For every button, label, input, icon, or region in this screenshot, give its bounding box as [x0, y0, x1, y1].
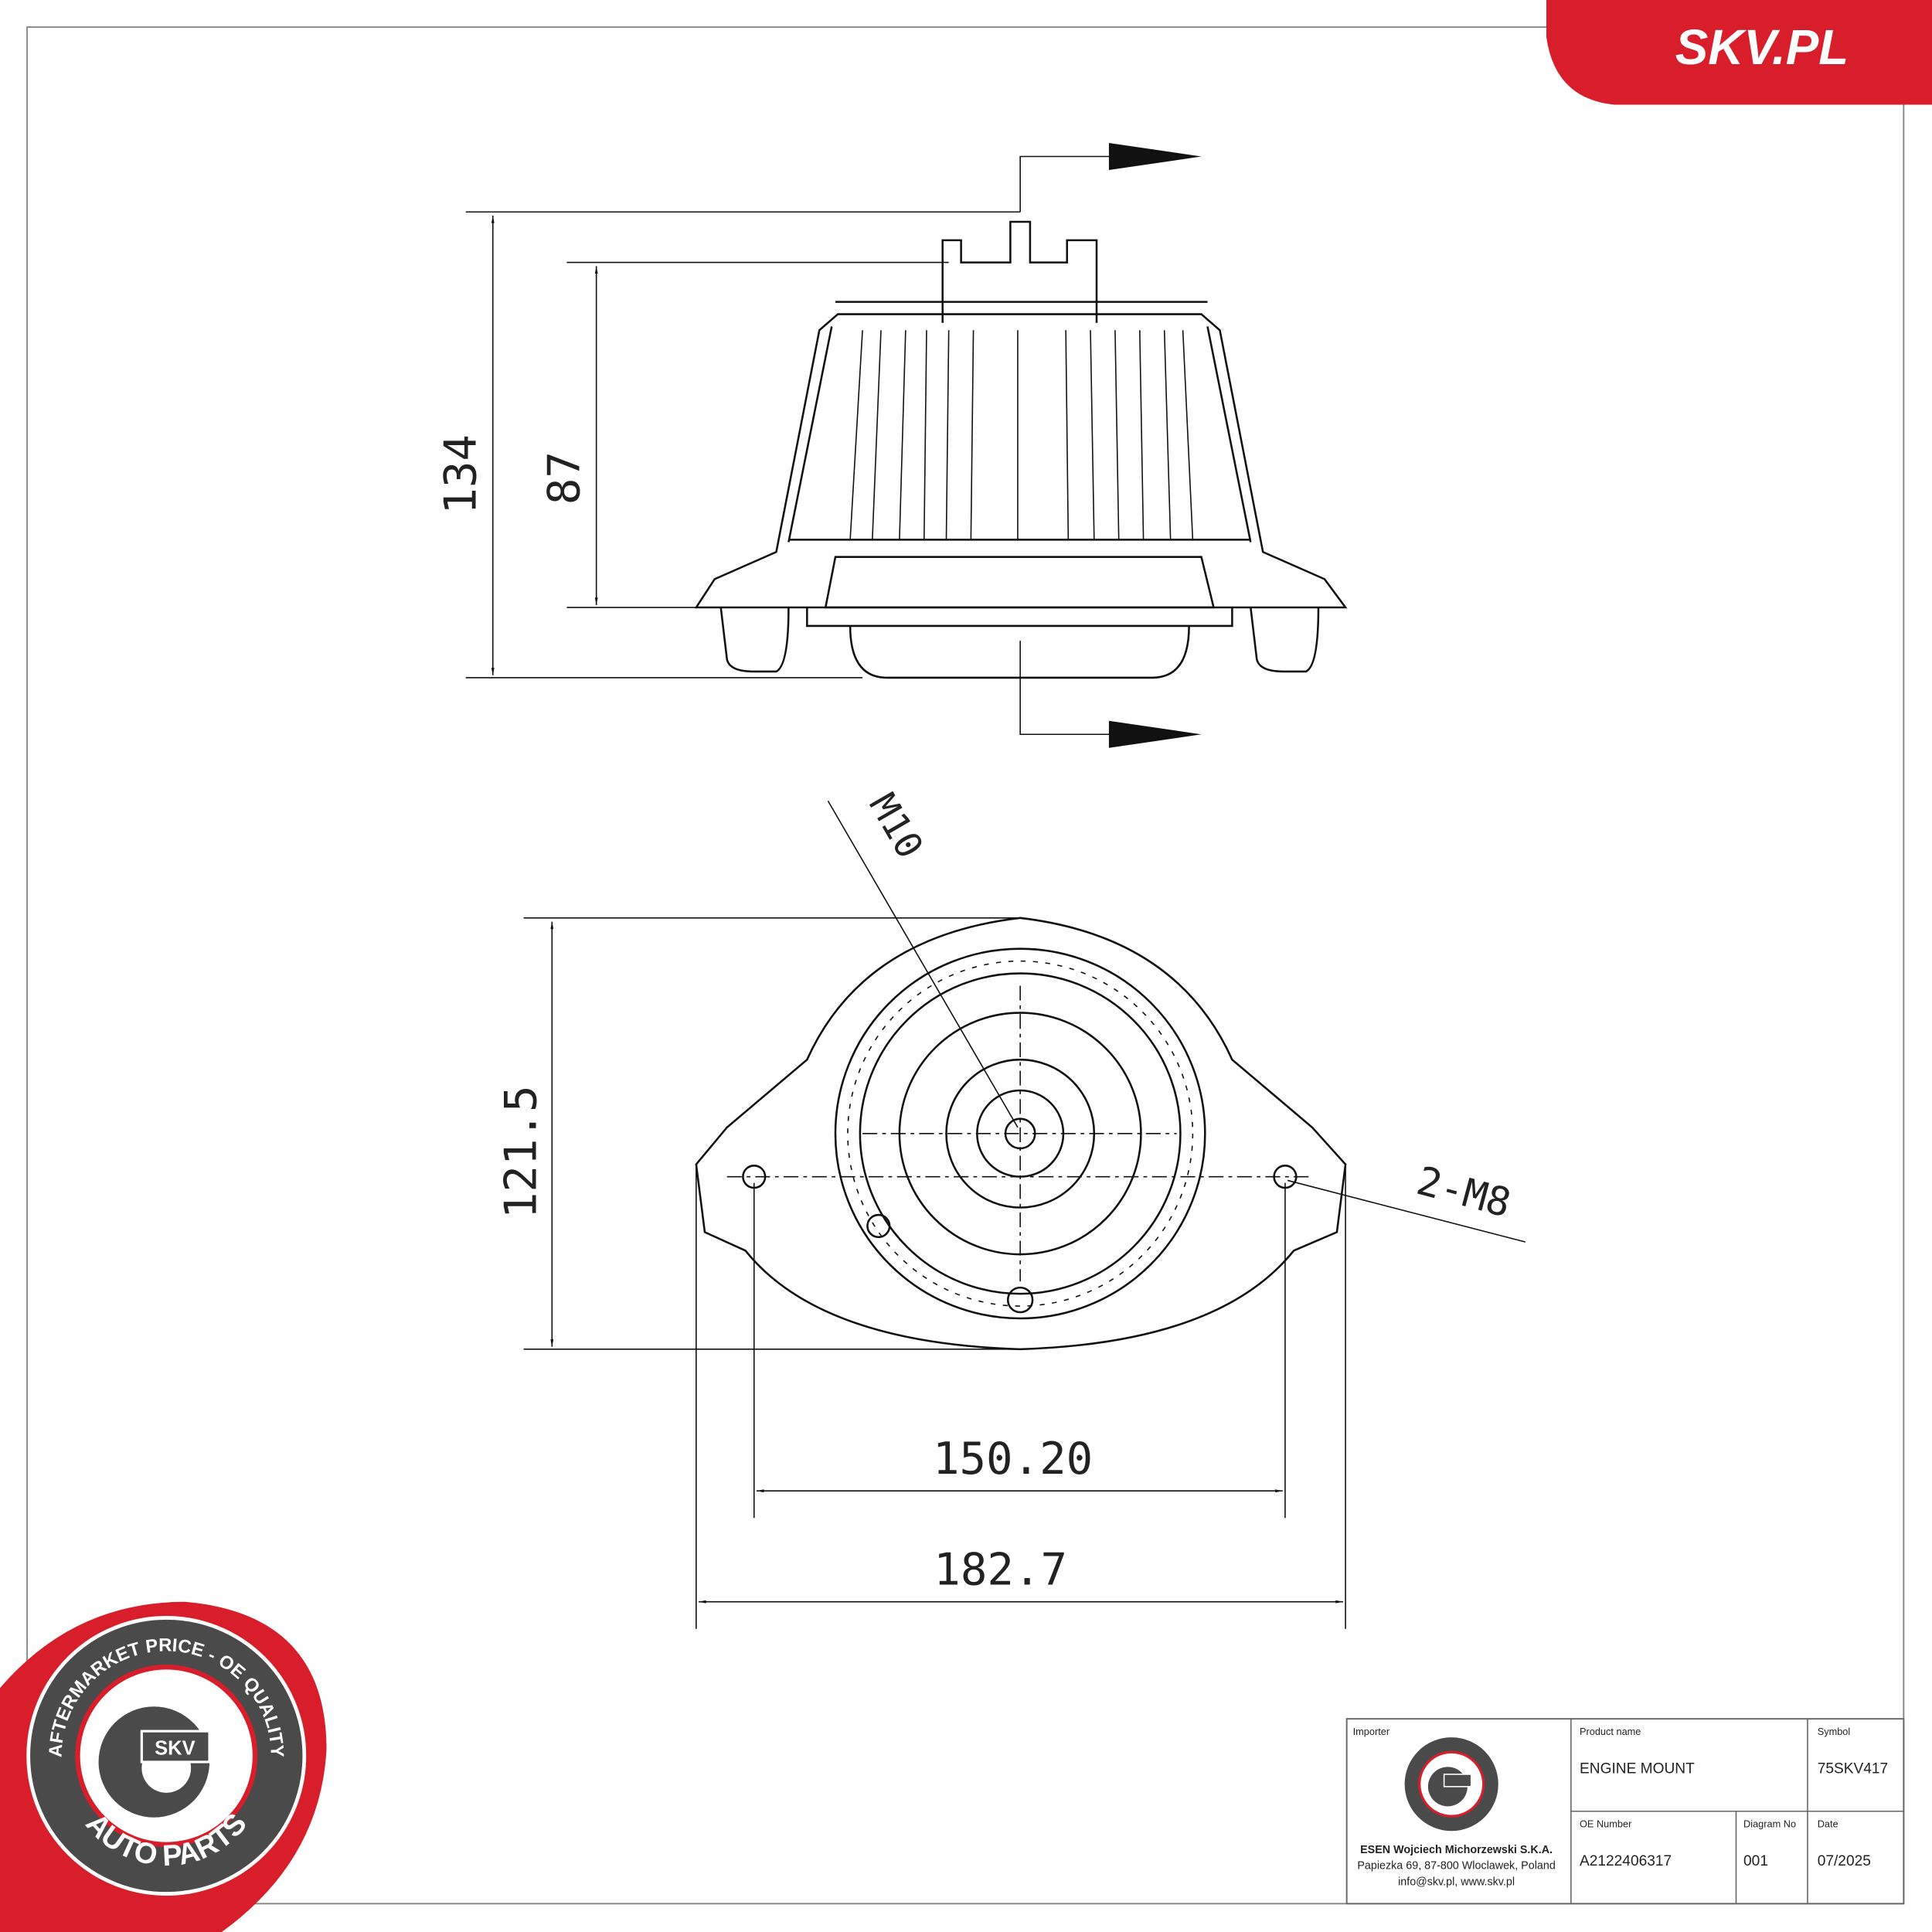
product-name: ENGINE MOUNT: [1580, 1760, 1695, 1777]
label-center-thread: M10: [861, 787, 931, 866]
symbol-label: Symbol: [1818, 1726, 1851, 1737]
importer-logo: [1404, 1737, 1498, 1832]
oe-number: A2122406317: [1580, 1853, 1672, 1869]
dim-body-height: 87: [538, 451, 590, 505]
importer-contact: info@skv.pl, www.skv.pl: [1398, 1876, 1515, 1888]
drawing-frame: [26, 26, 1905, 1905]
importer-label: Importer: [1353, 1726, 1390, 1737]
symbol-value: 75SKV417: [1818, 1760, 1888, 1777]
dim-depth: 121.5: [495, 1085, 547, 1219]
dim-total-width: 182.7: [934, 1543, 1067, 1595]
brand-site-text: SKV.PL: [1675, 19, 1849, 75]
date-label: Date: [1818, 1818, 1838, 1829]
skv-badge-logo: SKV AFTERMARKET PRICE - OE QUALITY AUTO …: [0, 1601, 327, 1932]
oe-label: OE Number: [1580, 1818, 1632, 1829]
date-value: 07/2025: [1818, 1853, 1871, 1869]
brand-tab[interactable]: SKV.PL: [1546, 0, 1932, 105]
rib-lines: [849, 330, 1194, 540]
dim-total-height: 134: [434, 434, 486, 515]
importer-address: Papiezka 69, 87-800 Wloclawek, Poland: [1357, 1860, 1555, 1872]
title-block: Importer ESEN Wojciech Michorzewski S.K.…: [1345, 1718, 1905, 1905]
product-name-label: Product name: [1580, 1726, 1641, 1737]
side-view: 134 87: [434, 142, 1348, 748]
importer-name: ESEN Wojciech Michorzewski S.K.A.: [1360, 1844, 1553, 1856]
dim-hole-spacing: 150.20: [933, 1433, 1093, 1485]
diagram-label: Diagram No: [1743, 1818, 1796, 1829]
top-view: 121.5 M10 2-M8 150.20 182.7: [495, 787, 1526, 1629]
badge-center-text: SKV: [155, 1737, 195, 1759]
diagram-no: 001: [1743, 1853, 1768, 1869]
